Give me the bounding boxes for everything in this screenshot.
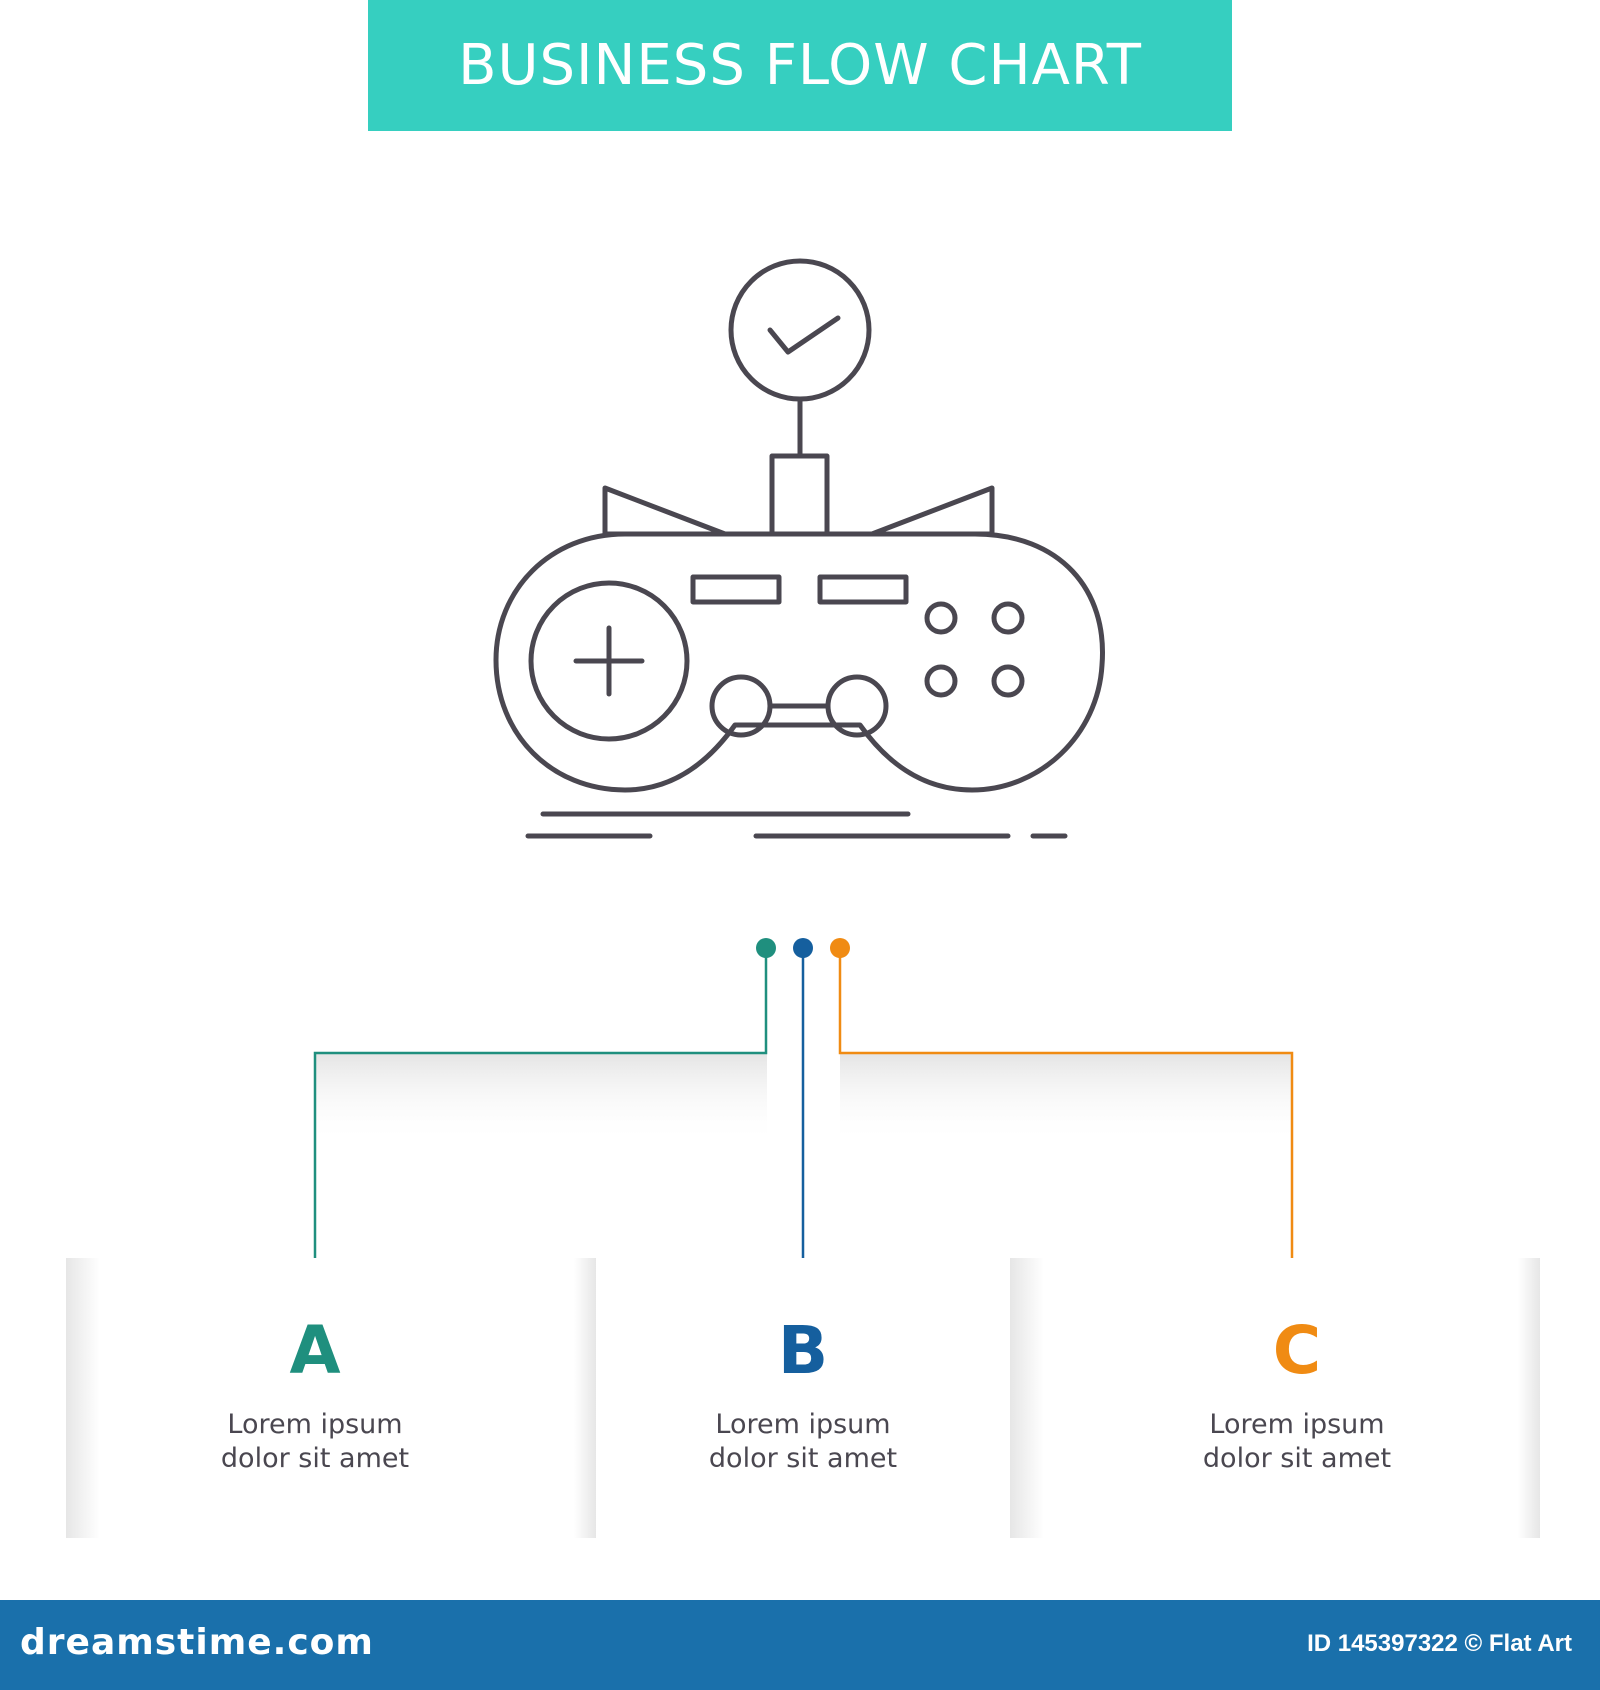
card-shadow: [574, 1258, 596, 1538]
footer-bar: dreamstime.com ID 145397322 © Flat Art: [0, 1600, 1600, 1690]
connector-dot-b: [793, 938, 813, 958]
connector-shade-left: [315, 1053, 767, 1143]
step-text-b: Lorem ipsum dolor sit amet: [708, 1409, 898, 1474]
card-shadow: [66, 1258, 100, 1538]
step-letter-c: C: [1272, 1312, 1322, 1389]
step-card-c: C Lorem ipsum dolor sit amet: [1010, 1258, 1540, 1538]
card-shadow: [1010, 1258, 1044, 1538]
step-card-a: A Lorem ipsum dolor sit amet: [66, 1258, 596, 1538]
footer-site: dreamstime.com: [20, 1622, 374, 1663]
step-card-b: B Lorem ipsum dolor sit amet: [596, 1258, 1010, 1538]
chart-title: BUSINESS FLOW CHART: [458, 33, 1142, 98]
card-shadow: [1518, 1258, 1540, 1538]
connector-dot-c: [830, 938, 850, 958]
connector-a: [313, 948, 768, 1275]
step-letter-a: A: [289, 1312, 341, 1389]
step-text-a: Lorem ipsum dolor sit amet: [220, 1409, 410, 1474]
connector-c: [838, 948, 1294, 1275]
footer-credit: ID 145397322 © Flat Art: [1307, 1630, 1572, 1657]
step-letter-b: B: [777, 1312, 829, 1389]
gamepad-with-checkmark-icon: [493, 258, 1105, 839]
connector-dot-a: [756, 938, 776, 958]
title-banner: BUSINESS FLOW CHART: [368, 0, 1232, 131]
connector-shade-right: [840, 1053, 1292, 1143]
step-text-c: Lorem ipsum dolor sit amet: [1202, 1409, 1392, 1474]
